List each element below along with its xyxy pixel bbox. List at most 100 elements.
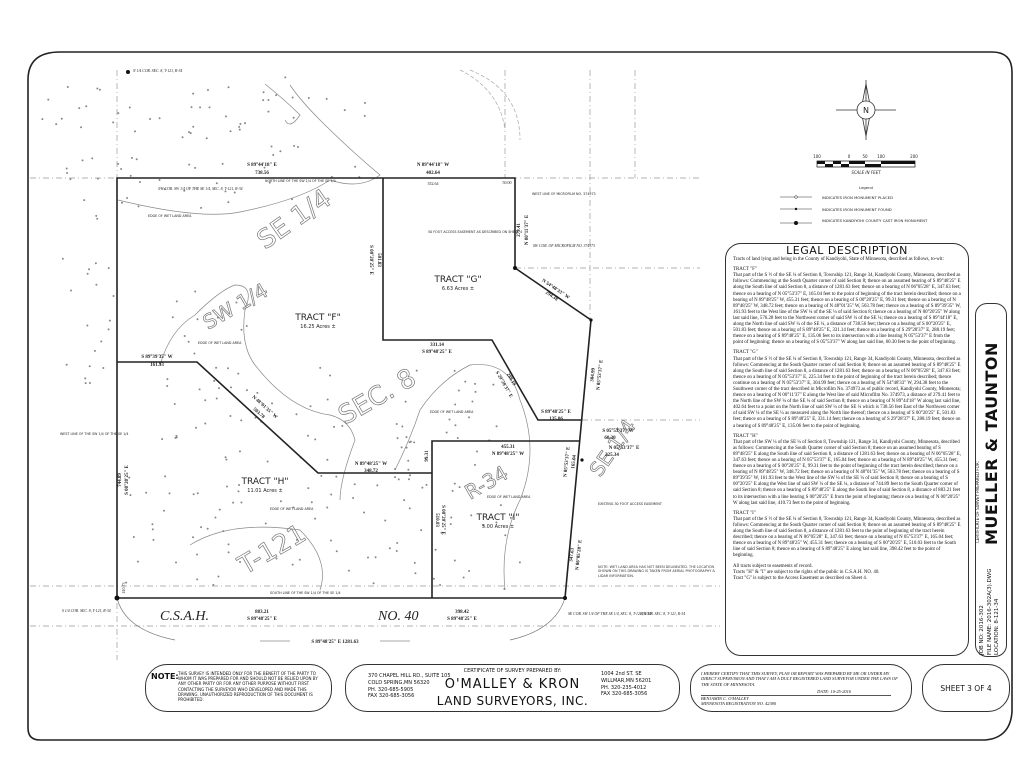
wetland-dot [263, 166, 266, 169]
wetland-dot [204, 399, 207, 402]
wetland-dot [86, 324, 89, 327]
wetland-dot [66, 85, 69, 88]
wetland-dot [440, 531, 443, 534]
wetland-dot [189, 132, 192, 135]
wetland-dot [98, 88, 101, 91]
wetland-dot [188, 163, 191, 166]
wetland-dot [451, 489, 454, 492]
wetland-dot [173, 403, 176, 406]
wetland-dot [445, 431, 448, 434]
wetland-dot [96, 217, 99, 220]
wetland-note: NOTE: WET LAND AREA HAS NOT BEEN DELINEA… [598, 565, 716, 578]
wetland-dot [175, 436, 178, 439]
wetland-dot [432, 577, 435, 580]
dist-pob2: 225.34 [605, 453, 619, 458]
dist-north2b: 50.00 [503, 180, 512, 185]
wetland-dot [291, 96, 294, 99]
wetland-dot [292, 116, 295, 119]
wetland-dot [134, 130, 137, 133]
wetland-dot [333, 425, 336, 428]
wetland-dot [267, 99, 270, 102]
tract-i-acres: 5.00 Acres ± [482, 524, 514, 530]
wetland-dot [400, 446, 403, 449]
wetland-dot [343, 109, 346, 112]
bearing-north2: N 89°44'18" W [417, 163, 449, 168]
wetland-dot [194, 426, 197, 429]
wetland-dot [326, 398, 329, 401]
se-quarter-label: SE 1/4 [252, 184, 337, 256]
wetland-dot [353, 483, 356, 486]
wetland-dot [266, 460, 269, 463]
wetland-dot [363, 101, 366, 104]
wetland-dot [341, 424, 344, 427]
wetland-dot [196, 318, 199, 321]
wetland-dot [468, 416, 471, 419]
wetland-dot [314, 438, 317, 441]
wetland-dot [239, 560, 242, 563]
wetland-dot [272, 154, 275, 157]
wetland-dot [158, 179, 161, 182]
wetland-dot [55, 123, 58, 126]
wetland-dot [166, 385, 169, 388]
wetland-dot [279, 500, 282, 503]
tract-f-acres: 16.25 Acres ± [300, 324, 335, 330]
wetland-dot [405, 446, 408, 449]
firm-name-2: LAND SURVEYORS, INC. [436, 694, 589, 708]
wetland-dot [128, 106, 131, 109]
wetland-dot [262, 91, 265, 94]
wetland-dot [453, 482, 456, 485]
wetland-dot [240, 419, 243, 422]
wetland-dot [183, 335, 186, 338]
wetland-dot [208, 106, 211, 109]
wetland-dot [163, 188, 166, 191]
wetland-dot [475, 450, 478, 453]
wetland-dot [307, 434, 310, 437]
wetland-dot [91, 157, 94, 160]
dist-i-top: 455.31 [501, 445, 515, 450]
legal-footer-2: Tracts "H" & "I" are subject to the righ… [733, 569, 880, 575]
bearing-east2: N 05°53'37" E [563, 446, 571, 478]
dist-north2: 402.64 [426, 171, 440, 176]
wetland-dot [205, 137, 208, 140]
note-wetland-edge-4: EDGE OF WET LAND AREA [270, 507, 314, 511]
wetland-dot [190, 106, 193, 109]
wetland-dot [492, 383, 495, 386]
wetland-dot [319, 366, 322, 369]
legal-intro: Tracts of land lying and being in the Co… [733, 257, 944, 263]
wetland-dot [453, 559, 456, 562]
sheet-number-label: SHEET 3 OF 4 [940, 683, 992, 693]
wetland-dot [468, 570, 471, 573]
bearing-east1: N 05°53'37" E [596, 359, 604, 391]
monuments [114, 70, 593, 601]
wetland-dot [224, 115, 227, 118]
wetland-dot [145, 491, 148, 494]
wetland-dot [471, 400, 474, 403]
wetland-dot [407, 478, 410, 481]
wetland-dot [151, 523, 154, 526]
bearing-pob1: S 05°53'37" W [602, 429, 633, 434]
wetland-dot [88, 365, 91, 368]
wetland-dot [405, 436, 408, 439]
wetland-dot [291, 563, 294, 566]
wetland-dot [397, 478, 400, 481]
wetland-dot [237, 490, 240, 493]
note-west-line: WEST LINE OF THE SW 1/4 OF THE SE 1/4 [60, 432, 129, 436]
wetland-dot [330, 493, 333, 496]
wetland-dot [100, 340, 103, 343]
legal-description: LEGAL DESCRIPTION Tracts of land lying a… [725, 243, 969, 656]
wetland-dot [439, 584, 442, 587]
note-label: NOTE: [151, 672, 179, 681]
wetland-dot [254, 416, 257, 419]
wetland-dot [216, 316, 219, 319]
dist-north1: 738.56 [255, 171, 269, 176]
wetland-dot [206, 88, 209, 91]
office2-line: PH. 320-235-4012 [601, 684, 647, 691]
scale-tick: 100 [877, 154, 885, 159]
firm-name-1: O'MALLEY & KRON [444, 677, 581, 692]
wetland-dot [457, 389, 460, 392]
job-number: JOB NO: 2016-302 [979, 605, 985, 655]
scale-tick: 50 [862, 154, 868, 159]
bearing-pob2: N 05°53'37" E [609, 446, 640, 451]
wetland-dot [474, 390, 477, 393]
